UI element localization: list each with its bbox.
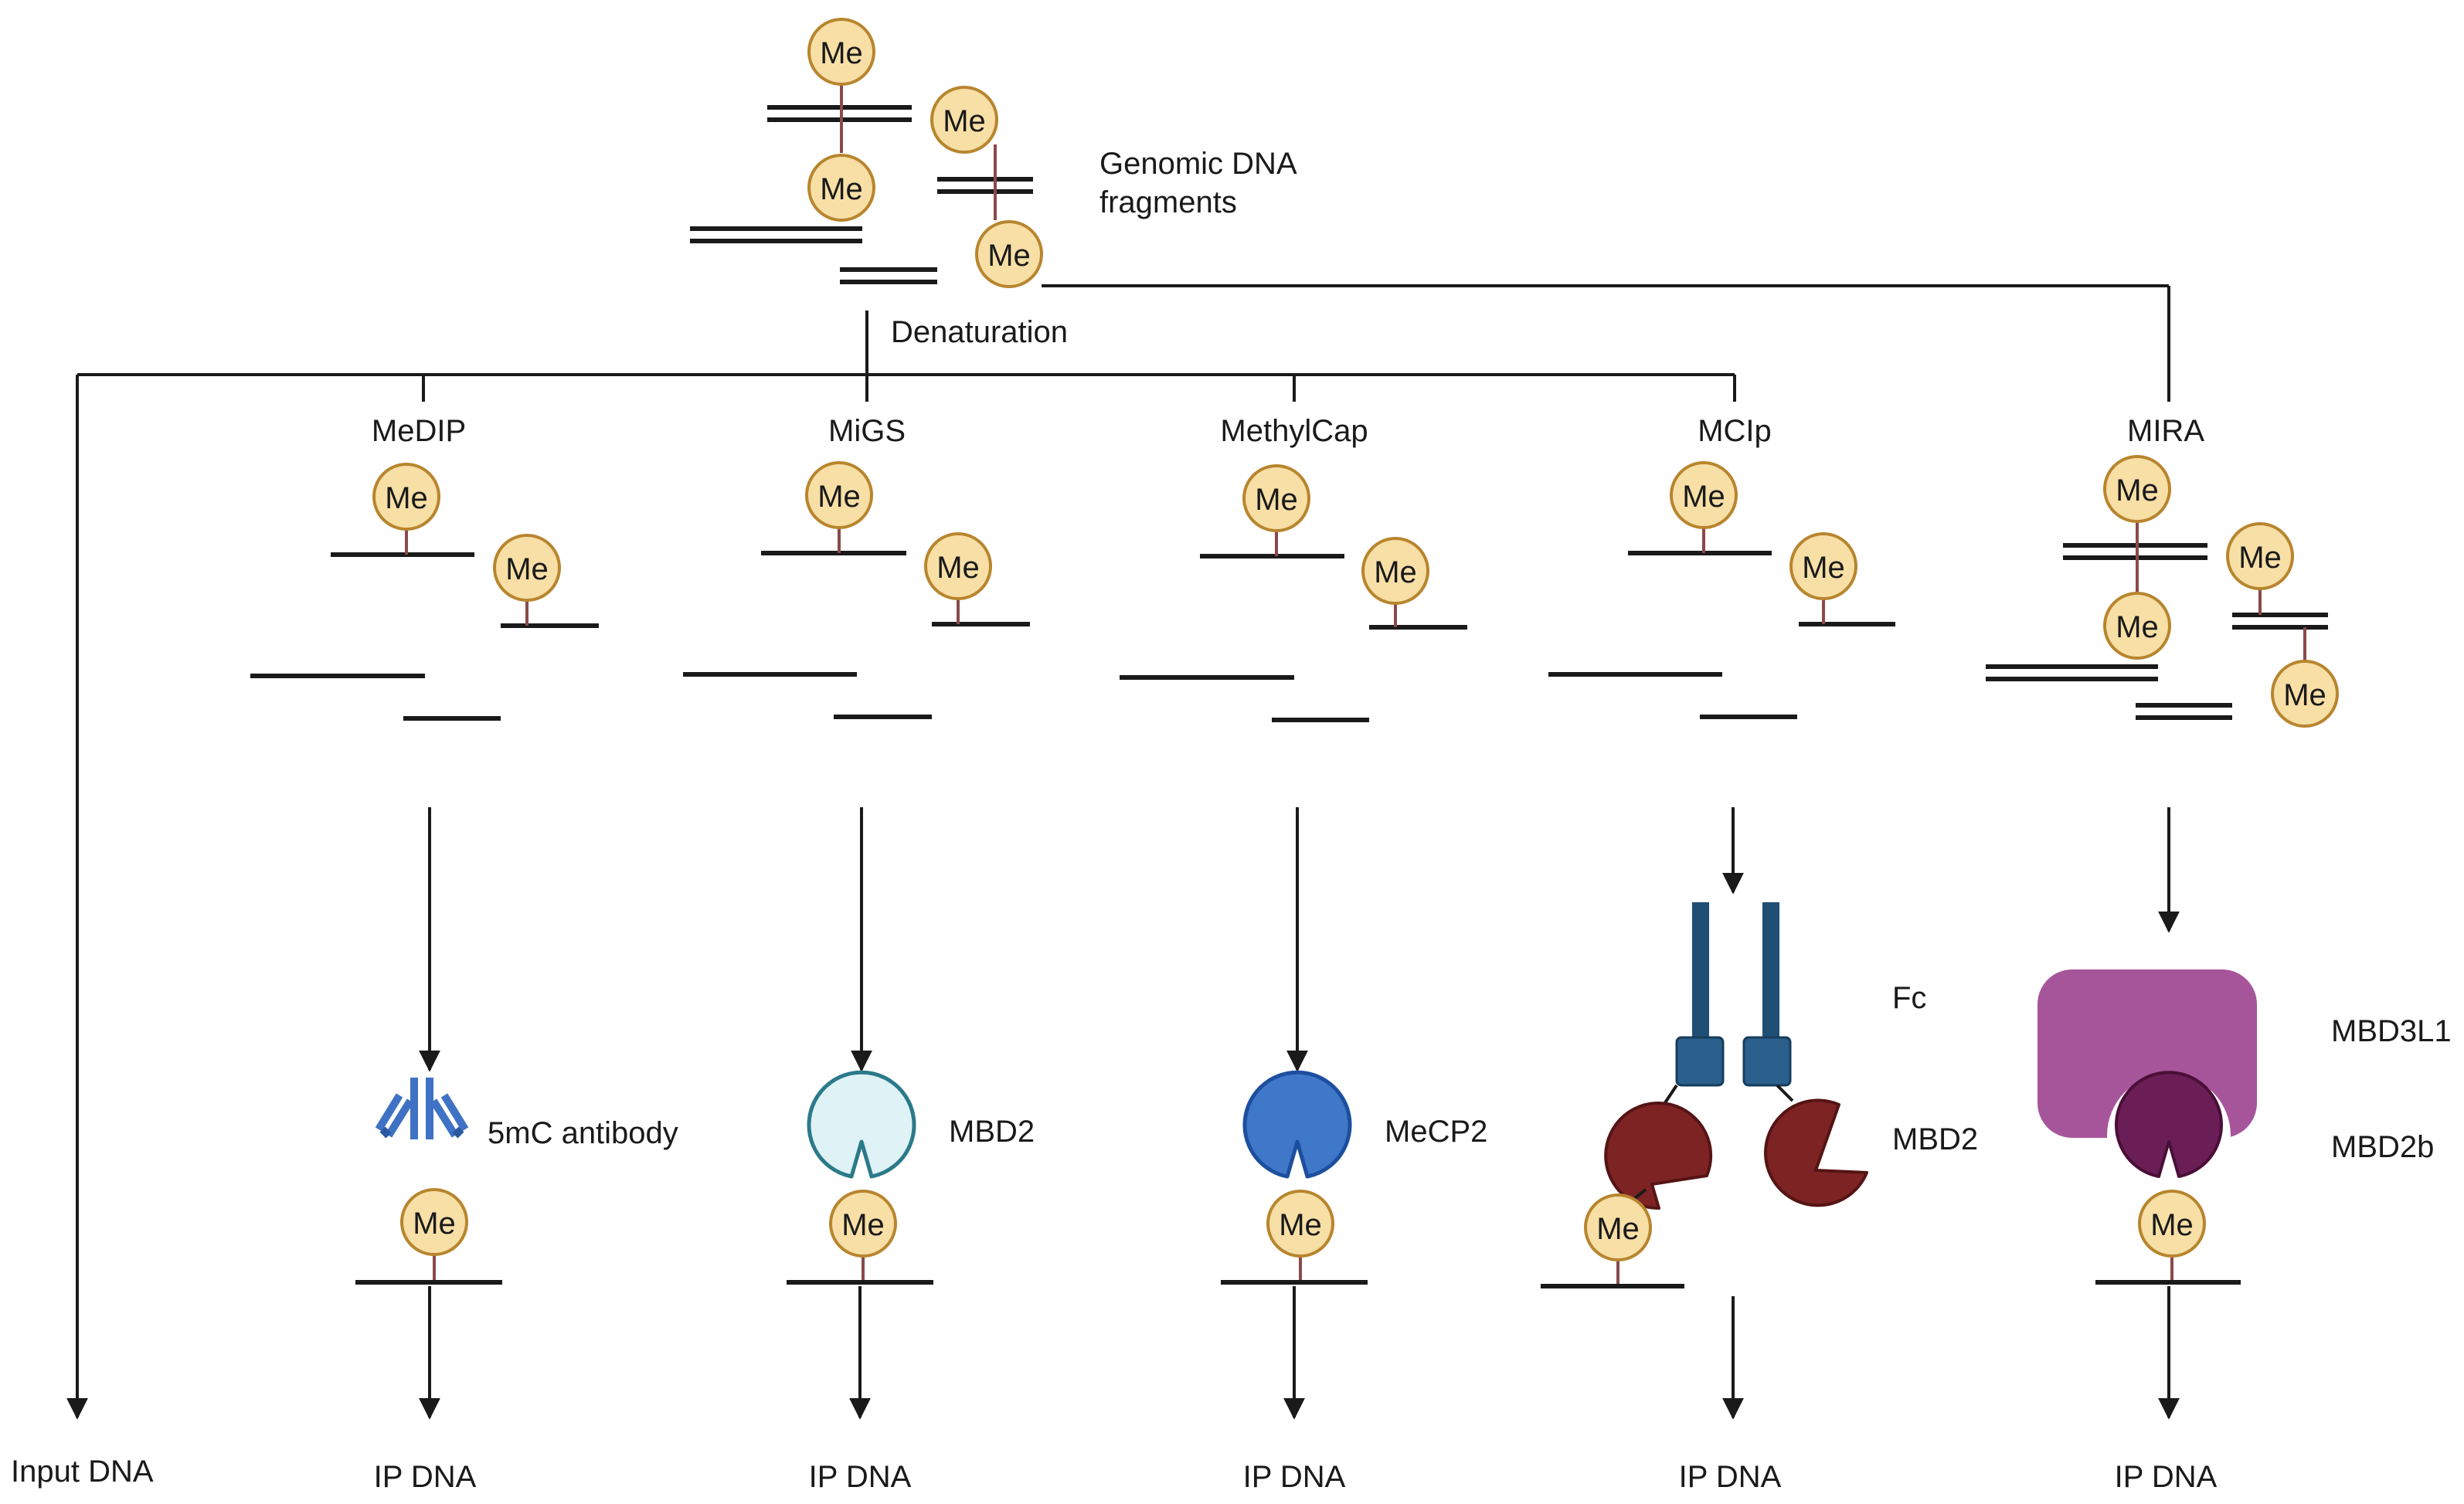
input-dna-label: Input DNA [11, 1455, 154, 1489]
me-circle: Me [1584, 1193, 1652, 1261]
protein-label: MBD2 [1892, 1122, 1978, 1156]
svg-text:Me: Me [2116, 610, 2159, 644]
output-label: IP DNA [809, 1460, 912, 1494]
mbd2-protein-icon [807, 1070, 916, 1179]
me-circle: Me [1670, 461, 1738, 529]
5mc-antibody-icon [375, 1078, 469, 1139]
me-circle: Me [493, 534, 561, 602]
me-circle: Me [2103, 592, 2171, 660]
mecp2-protein-icon [1242, 1070, 1352, 1179]
me-circle: Me [1789, 532, 1857, 600]
svg-text:Me: Me [505, 552, 549, 586]
method-title: MeDIP [372, 414, 466, 448]
svg-text:Me: Me [2238, 541, 2282, 575]
me-circle: Me [2103, 455, 2171, 523]
output-label: IP DNA [2115, 1460, 2218, 1494]
svg-text:Me: Me [841, 1208, 885, 1242]
svg-text:Me: Me [1596, 1212, 1640, 1246]
method-title: MCIp [1698, 414, 1772, 448]
me-circle: Me [1361, 537, 1429, 605]
genomic-dna-label-line2: fragments [1099, 185, 1237, 219]
me-circle: Me [400, 1188, 468, 1256]
me-circle: Me [2226, 522, 2294, 590]
svg-text:Me: Me [413, 1207, 456, 1241]
me-circle: Me [975, 220, 1043, 288]
me-circle: Me [372, 463, 440, 531]
denaturation-label: Denaturation [891, 315, 1068, 349]
svg-text:Me: Me [1374, 555, 1417, 589]
output-label: IP DNA [1243, 1460, 1346, 1494]
method-mcip: MCIp Me Me Fc MBD2 Me IP [1541, 414, 1978, 1494]
svg-text:Me: Me [943, 104, 986, 138]
svg-text:Me: Me [2283, 678, 2326, 712]
protein-label: MBD2b [2331, 1130, 2434, 1164]
svg-text:Me: Me [1682, 480, 1725, 514]
method-title: MethylCap [1220, 414, 1368, 448]
protein-top-label: Fc [1892, 981, 1926, 1015]
me-circle: Me [807, 154, 875, 222]
mbd2-protein-icon [1604, 1098, 1868, 1210]
svg-text:Me: Me [820, 36, 863, 70]
tree-connectors [77, 284, 2170, 402]
svg-text:Me: Me [1279, 1208, 1322, 1242]
svg-text:Me: Me [2116, 474, 2159, 508]
svg-text:Me: Me [987, 239, 1031, 273]
output-label: IP DNA [1679, 1460, 1782, 1494]
me-circle: Me [2271, 660, 2339, 728]
protein-label: 5mC antibody [488, 1116, 678, 1150]
mbd2b-protein-icon [2115, 1071, 2223, 1178]
me-circle: Me [807, 18, 875, 86]
top-methyl-groups: Me Me Me Me [807, 18, 1043, 288]
protein-top-label: MBD3L1 [2331, 1014, 2452, 1048]
output-label: IP DNA [374, 1460, 477, 1494]
me-circle: Me [829, 1190, 897, 1258]
method-title: MIRA [2127, 414, 2204, 448]
protein-label: MBD2 [949, 1115, 1035, 1149]
svg-text:Me: Me [820, 172, 863, 206]
genomic-dna-label-line1: Genomic DNA [1099, 147, 1297, 181]
protein-label: MeCP2 [1385, 1115, 1487, 1149]
genomic-dna-fragments [690, 105, 1033, 284]
method-mira: MIRA Me Me Me Me MBD3L1 MBD2b Me IP DNA [1986, 414, 2452, 1494]
method-medip: MeDIP Me Me 5mC antibody Me IP DNA [250, 414, 678, 1494]
me-circle: Me [930, 86, 998, 154]
svg-text:Me: Me [385, 481, 428, 515]
me-circle: Me [2138, 1190, 2206, 1258]
me-circle: Me [805, 461, 873, 529]
method-migs: MiGS Me Me MBD2 Me IP DNA [683, 414, 1035, 1494]
svg-text:Me: Me [817, 480, 861, 514]
svg-text:Me: Me [936, 551, 980, 585]
method-methylcap: MethylCap Me Me MeCP2 Me IP DNA [1120, 414, 1487, 1494]
fc-fragment-icon [1660, 902, 1794, 1110]
me-circle: Me [1242, 464, 1310, 532]
me-circle: Me [1266, 1190, 1334, 1258]
me-circle: Me [924, 532, 992, 600]
svg-text:Me: Me [1255, 483, 1298, 517]
svg-text:Me: Me [1802, 551, 1845, 585]
svg-text:Me: Me [2150, 1208, 2194, 1242]
method-title: MiGS [828, 414, 906, 448]
